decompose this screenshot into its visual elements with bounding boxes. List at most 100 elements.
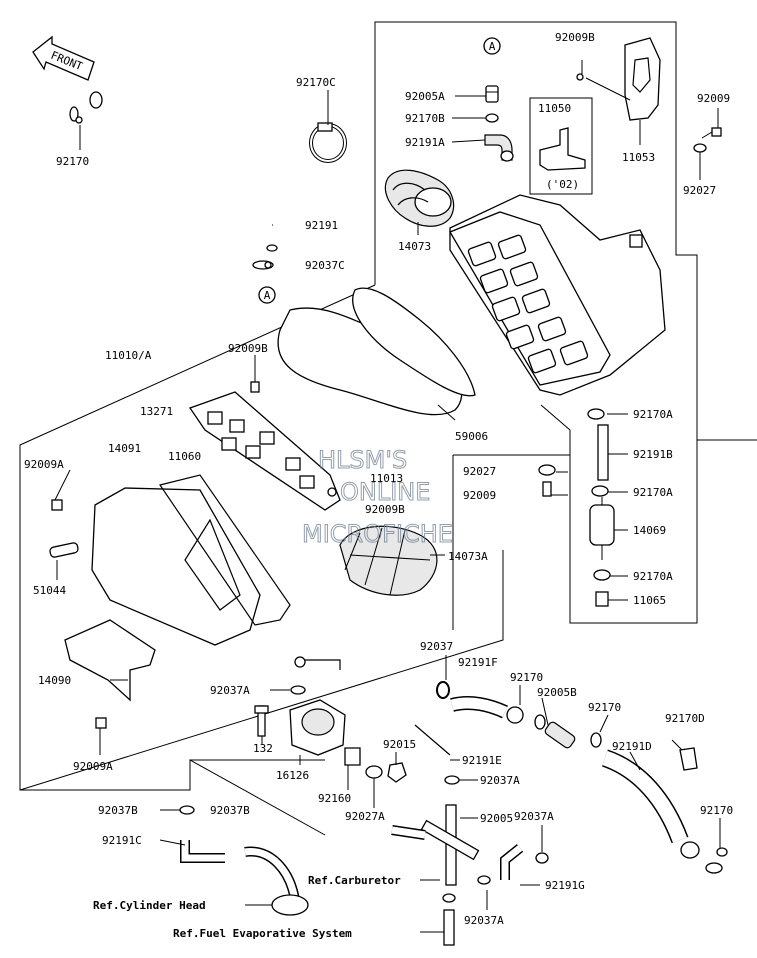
filter-14069: [589, 497, 615, 560]
part-11013: [327, 487, 337, 497]
label-92009B-top: 92009B: [555, 31, 595, 44]
label-92005B: 92005B: [537, 686, 577, 699]
bolt-132: [254, 705, 269, 737]
label-14073: 14073: [398, 240, 431, 253]
fitting-92005A: [485, 85, 499, 103]
clamp-92170-bottom-right: [705, 847, 728, 874]
label-92009A-bottom: 92009A: [73, 760, 113, 773]
label-11050: 11050: [538, 102, 571, 115]
clamp-92170-top-left: [69, 106, 83, 124]
bolt-92009A-bottom: [95, 717, 107, 729]
bracket-11050-group: [529, 97, 593, 195]
label-92170D: 92170D: [665, 712, 705, 725]
ref-circle-a-lower-text: A: [264, 289, 271, 302]
hose-92191C: [180, 840, 309, 916]
label-92191D: 92191D: [612, 740, 652, 753]
bolt-92009A-left: [51, 499, 63, 511]
bolt-92009B-mid: [250, 381, 260, 393]
label-14091: 14091: [108, 442, 141, 455]
label-132: 132: [253, 742, 273, 755]
air-filter-element-59006: [277, 287, 476, 416]
washer-92027-mid: [538, 464, 556, 476]
label-92170-bottom-right: 92170: [700, 804, 733, 817]
label-92037B-1: 92037B: [98, 804, 138, 817]
clamp-92170-mid-1: [534, 714, 546, 730]
label-92005A: 92005A: [405, 90, 445, 103]
bracket-11053: [576, 37, 661, 121]
clamp-92037A-3: [535, 852, 549, 864]
label-92191F: 92191F: [458, 656, 498, 669]
front-direction-arrow: FRONT: [32, 35, 95, 81]
label-11053: 11053: [622, 151, 655, 164]
label-92191C: 92191C: [102, 834, 142, 847]
bolt-92009-top-right: [701, 127, 722, 139]
label-92009-mid: 92009: [463, 489, 496, 502]
ref-carburetor-label: Ref.Carburetor: [308, 874, 401, 887]
label-92037A-4: 92037A: [464, 914, 504, 927]
clamp-92170B: [485, 113, 499, 123]
label-51044: 51044: [33, 584, 66, 597]
label-14090: 14090: [38, 674, 71, 687]
label-92037C: 92037C: [305, 259, 345, 272]
washer-92027A: [365, 765, 383, 779]
ref-circle-a-upper: A: [483, 37, 501, 55]
label-92170B: 92170B: [405, 112, 445, 125]
label-92191A: 92191A: [405, 136, 445, 149]
label-92191B: 92191B: [633, 448, 673, 461]
label-59006: 59006: [455, 430, 488, 443]
label-92005: 92005: [480, 812, 513, 825]
label-16126: 16126: [276, 769, 309, 782]
cap-92160: [344, 747, 361, 766]
clamp-92170A-2: [591, 485, 609, 497]
label-92191G: 92191G: [545, 879, 585, 892]
hose-92191A: [484, 134, 514, 162]
ref-fuel-evap-label: Ref.Fuel Evaporative System: [173, 927, 352, 940]
label-14069: 14069: [633, 524, 666, 537]
label-92170-top-left: 92170: [56, 155, 89, 168]
cover-14091: [91, 487, 261, 646]
label-11065: 11065: [633, 594, 666, 607]
label-92037A-3: 92037A: [514, 810, 554, 823]
washer-92027-top-right: [693, 143, 707, 153]
label-92191E: 92191E: [462, 754, 502, 767]
clamp-92170-mid-2: [590, 732, 602, 748]
label-92027A: 92027A: [345, 810, 385, 823]
clamp-92037A-1: [290, 685, 306, 695]
hose-92191E: [294, 656, 451, 756]
clamp-92037A-4: [477, 875, 491, 885]
hose-92191G: [500, 844, 524, 880]
part-51044: [49, 542, 79, 558]
air-cleaner-housing-11010: [449, 194, 666, 396]
label-13271: 13271: [140, 405, 173, 418]
gasket-11060: [159, 474, 291, 626]
label-92170A-1: 92170A: [633, 408, 673, 421]
clamp-92170C: [309, 122, 347, 163]
label-92170A-2: 92170A: [633, 486, 673, 499]
watermark: HLSM'S ONLINE MICROFICHE: [302, 446, 454, 549]
reference-labels: Ref.Carburetor Ref.Cylinder Head Ref.Fue…: [93, 874, 401, 940]
clamp-92170A-1: [587, 408, 605, 420]
hose-92191F: [450, 696, 524, 724]
label-02-year: ('02): [546, 178, 579, 191]
breather-hose-92191: [89, 83, 278, 252]
ref-circle-a-upper-text: A: [489, 40, 496, 53]
label-92191: 92191: [305, 219, 338, 232]
leader-lines: [54, 60, 721, 933]
label-92170C: 92170C: [296, 76, 336, 89]
label-92009B-mid: 92009B: [228, 342, 268, 355]
bolt-92009-mid: [542, 481, 552, 497]
label-92037A-2: 92037A: [480, 774, 520, 787]
fitting-92005B: [544, 721, 576, 749]
group-outline-lines: [19, 21, 757, 836]
label-92009-top-right: 92009: [697, 92, 730, 105]
label-92170-mid-1: 92170: [510, 671, 543, 684]
clamp-92037B-1: [179, 805, 195, 815]
part-number-labels: 92170 92170C 92191 92037C 92005A 92170B …: [24, 31, 733, 927]
valve-16126: [289, 699, 346, 756]
label-92027-top-right: 92027: [683, 184, 716, 197]
label-92170A-3: 92170A: [633, 570, 673, 583]
label-92037: 92037: [420, 640, 453, 653]
label-92009A-left: 92009A: [24, 458, 64, 471]
